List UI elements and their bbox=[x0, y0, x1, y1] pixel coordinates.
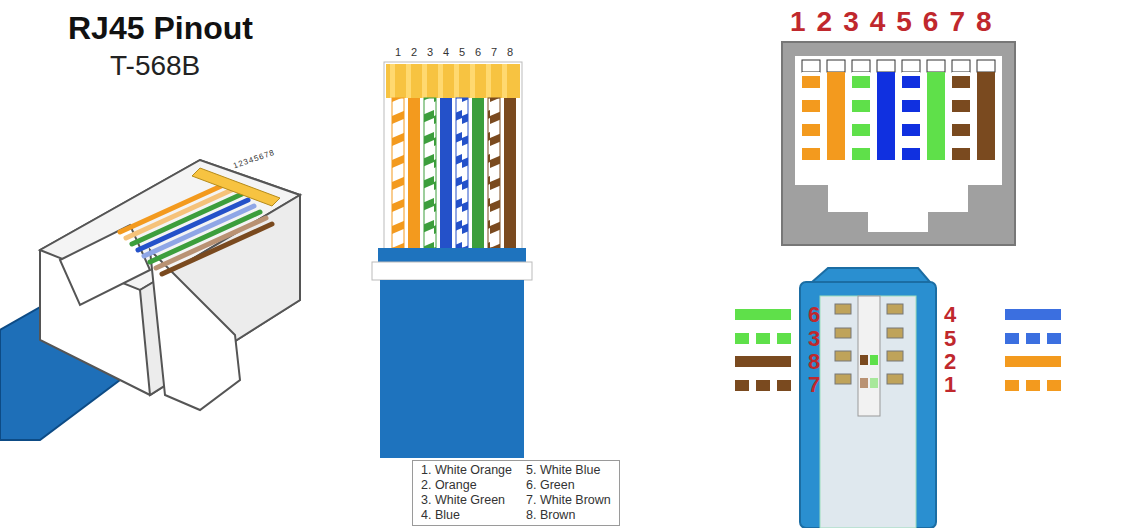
plug-pin-numbers: 12345678 bbox=[232, 148, 276, 171]
pin-number: 6 bbox=[475, 46, 481, 59]
pin-number: 8 bbox=[507, 46, 513, 59]
pinout-table: 1. White Orange2. Orange3. White Green4.… bbox=[412, 460, 620, 526]
keystone-jack bbox=[800, 268, 936, 528]
wire-diagram bbox=[372, 62, 532, 458]
table-cell: 8. Brown bbox=[526, 508, 611, 523]
callout-number: 1 bbox=[944, 372, 956, 397]
callout-number: 2 bbox=[944, 349, 956, 374]
callout-number: 7 bbox=[808, 372, 820, 397]
callout-number: 6 bbox=[808, 302, 820, 327]
diagram-title: RJ45 Pinout bbox=[68, 10, 253, 47]
table-cell: 1. White Orange bbox=[421, 463, 512, 478]
table-cell: 5. White Blue bbox=[526, 463, 611, 478]
wire-color-samples bbox=[735, 309, 1061, 391]
pin-number: 7 bbox=[491, 46, 497, 59]
jack-pin-numbers: 12345678 bbox=[790, 6, 1003, 38]
callout-number: 8 bbox=[808, 349, 820, 374]
standard-name: T-568B bbox=[110, 50, 200, 82]
table-cell: 6. Green bbox=[526, 478, 611, 493]
callout-number: 3 bbox=[808, 326, 820, 351]
pin-number: 1 bbox=[395, 46, 401, 59]
table-cell: 3. White Green bbox=[421, 493, 512, 508]
table-cell: 7. White Brown bbox=[526, 493, 611, 508]
pin-number: 5 bbox=[459, 46, 465, 59]
pin-number: 4 bbox=[443, 46, 449, 59]
callout-number: 5 bbox=[944, 326, 956, 351]
rj45-plug bbox=[0, 160, 300, 440]
rj45-jack-front bbox=[782, 42, 1015, 245]
pin-number: 2 bbox=[411, 46, 417, 59]
pin-number: 3 bbox=[427, 46, 433, 59]
table-cell: 2. Orange bbox=[421, 478, 512, 493]
table-cell: 4. Blue bbox=[421, 508, 512, 523]
callout-number: 4 bbox=[944, 302, 956, 327]
